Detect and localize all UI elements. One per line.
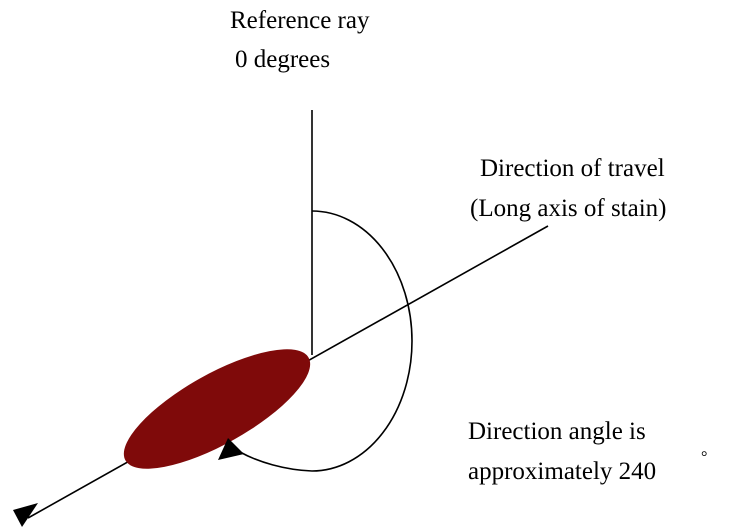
direction-angle-arc — [239, 210, 413, 472]
long-axis-label: (Long axis of stain) — [470, 195, 666, 222]
degree-symbol: ° — [701, 449, 707, 466]
bloodstain-ellipse — [123, 349, 311, 469]
reference-ray-label: Reference ray — [230, 7, 370, 34]
angle-value-label: approximately 240 — [468, 458, 656, 485]
angle-arrowhead-icon — [218, 438, 244, 460]
direction-angle-label: Direction angle is — [468, 418, 646, 445]
travel-arrowhead-icon — [13, 503, 38, 527]
reference-degrees-label: 0 degrees — [235, 46, 330, 73]
direction-of-travel-label: Direction of travel — [480, 155, 665, 182]
